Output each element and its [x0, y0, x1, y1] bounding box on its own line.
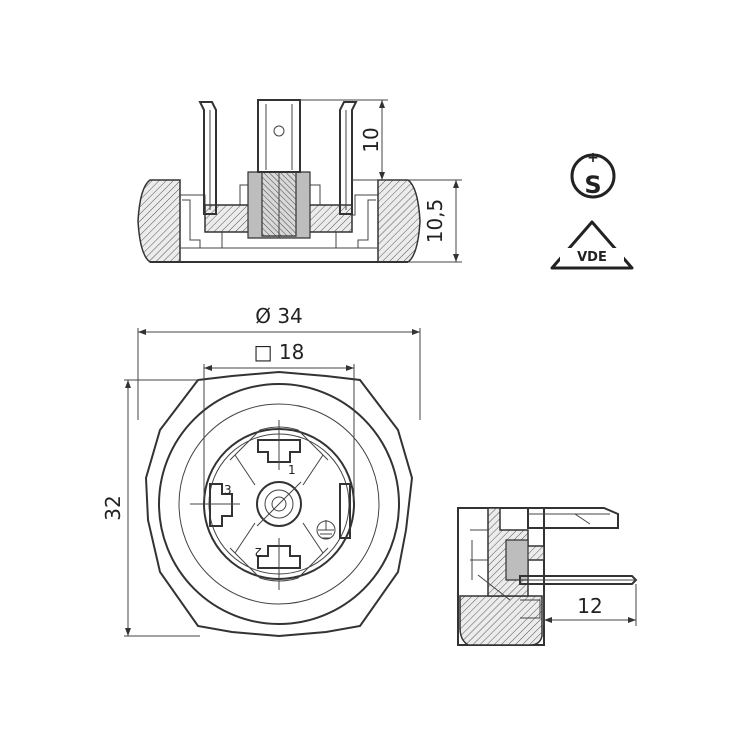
s-mark-logo: + S — [570, 150, 616, 199]
pin-label-3: 3 — [224, 483, 232, 497]
dim-side-depth: 12 — [577, 594, 602, 618]
pin-label-1: 1 — [288, 463, 296, 477]
dim-diameter: Ø 34 — [255, 304, 303, 328]
front-view: 1 2 3 Ø 34 □ 18 32 — [101, 304, 421, 638]
vde-text: VDE — [577, 250, 607, 265]
dim-pin-height: 10 — [359, 127, 383, 152]
side-section-view: 12 — [457, 507, 638, 646]
dim-square: □ 18 — [254, 340, 305, 364]
top-section-view: 10 10,5 — [137, 99, 462, 263]
s-mark-text: S — [584, 171, 601, 199]
dim-height: 32 — [101, 495, 125, 520]
dim-body-height: 10,5 — [423, 199, 447, 244]
vde-logo: VDE — [550, 220, 634, 270]
pin-label-2: 2 — [254, 545, 262, 559]
svg-text:+: + — [587, 150, 599, 166]
